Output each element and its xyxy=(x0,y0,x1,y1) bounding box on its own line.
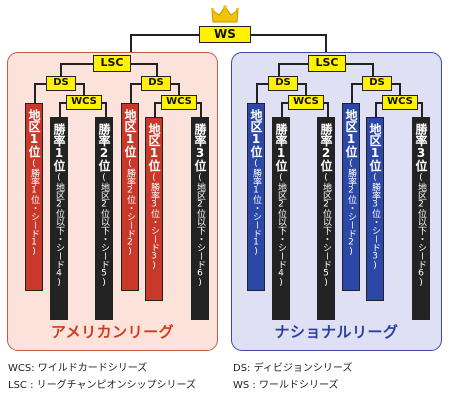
nl-ds-connector xyxy=(298,83,306,85)
al-wcs-connector xyxy=(105,102,107,117)
al-wcs-connector xyxy=(102,102,106,104)
al-lsc-tag: LSC xyxy=(93,55,131,72)
al-column-5-head: 地区1位 xyxy=(147,123,161,171)
al-ds-tag-right: DS xyxy=(141,76,171,91)
al-column-1-head: 地区1位 xyxy=(27,109,41,157)
al-wcs-connector xyxy=(59,102,61,117)
nl-column-2-head: 勝率1位 xyxy=(274,123,288,171)
al-ds-connector xyxy=(34,83,36,103)
nl-column-1: 地区1位 勝率1位・シード1 xyxy=(247,103,265,291)
al-ds-connector xyxy=(130,83,132,103)
nl-wcs-connector xyxy=(281,102,283,117)
nl-ds-connector xyxy=(392,83,400,85)
nl-ds-connector xyxy=(256,83,268,85)
nl-ds-connector xyxy=(305,83,307,95)
ws-tag: WS xyxy=(199,26,251,43)
nl-wcs-tag-left: WCS xyxy=(288,95,324,110)
nl-wcs-connector xyxy=(375,102,382,104)
al-ds-connector xyxy=(178,83,180,95)
ws-connector xyxy=(251,34,326,36)
american-league-title: アメリカンリーグ xyxy=(50,323,175,341)
al-wcs-connector xyxy=(59,102,66,104)
al-wcs-connector xyxy=(197,102,201,104)
nl-column-1-head: 地区1位 xyxy=(249,109,263,157)
nl-ds-tag-right: DS xyxy=(362,76,392,91)
ws-connector xyxy=(325,34,327,61)
nl-column-5-sub: 勝率3位・シード3 xyxy=(369,173,381,271)
al-ds-connector xyxy=(171,83,179,85)
nl-column-4-head: 地区1位 xyxy=(344,109,358,157)
al-column-2: 勝率1位 地区2位以下・シード4 xyxy=(50,117,68,320)
al-ds-connector xyxy=(34,83,46,85)
al-wcs-tag-left: WCS xyxy=(66,95,102,110)
al-wcs-connector xyxy=(154,102,161,104)
al-wcs-tag-right: WCS xyxy=(161,95,197,110)
al-column-3-sub: 地区2位以下・シード5 xyxy=(98,173,110,288)
nl-wcs-tag-right: WCS xyxy=(382,95,418,110)
national-league-title: ナショナルリーグ xyxy=(274,323,399,341)
legend-ds: DS: ディビジョンシリーズ xyxy=(233,363,353,374)
al-ds-connector xyxy=(76,83,84,85)
nl-column-4: 地区1位 勝率2位・シード2 xyxy=(342,103,360,291)
nl-wcs-connector xyxy=(421,102,423,117)
nl-wcs-connector xyxy=(281,102,288,104)
nl-column-5: 地区1位 勝率3位・シード3 xyxy=(366,117,384,301)
al-column-1-sub: 勝率1位・シード1 xyxy=(28,159,40,257)
legend-lsc: LSC : リーグチャンピオンシップシリーズ xyxy=(8,380,197,391)
ws-connector xyxy=(130,34,199,36)
nl-column-3-head: 勝率2位 xyxy=(319,123,333,171)
nl-lsc-connector xyxy=(278,63,308,65)
ws-connector xyxy=(130,34,132,61)
nl-ds-tag-left: DS xyxy=(268,76,298,91)
al-ds-tag-left: DS xyxy=(46,76,76,91)
al-column-6-head: 勝率3位 xyxy=(193,123,207,171)
legend-ws: WS : ワールドシリーズ xyxy=(233,380,339,391)
al-wcs-connector xyxy=(200,102,202,117)
al-column-4-sub: 勝率2位・シード2 xyxy=(124,159,136,257)
al-column-5: 地区1位 勝率3位・シード3 xyxy=(145,117,163,301)
nl-column-1-sub: 勝率1位・シード1 xyxy=(250,159,262,257)
al-column-3: 勝率2位 地区2位以下・シード5 xyxy=(95,117,113,320)
al-lsc-connector xyxy=(131,63,157,65)
crown-icon xyxy=(211,5,239,23)
al-column-1: 地区1位 勝率1位・シード1 xyxy=(25,103,43,291)
nl-lsc-connector xyxy=(278,63,280,76)
nl-column-2: 勝率1位 地区2位以下・シード4 xyxy=(272,117,290,320)
nl-lsc-connector xyxy=(346,63,373,65)
nl-ds-connector xyxy=(351,83,362,85)
nl-column-3: 勝率2位 地区2位以下・シード5 xyxy=(317,117,335,320)
nl-ds-connector xyxy=(399,83,401,95)
nl-wcs-connector xyxy=(418,102,422,104)
nl-lsc-tag: LSC xyxy=(308,55,346,72)
al-column-5-sub: 勝率3位・シード3 xyxy=(148,173,160,271)
nl-wcs-connector xyxy=(327,102,329,117)
nl-column-2-sub: 地区2位以下・シード4 xyxy=(275,173,287,288)
al-column-4-head: 地区1位 xyxy=(123,109,137,157)
legend-wcs: WCS: ワイルドカードシリーズ xyxy=(8,363,148,374)
nl-ds-connector xyxy=(351,83,353,103)
al-lsc-connector xyxy=(156,63,158,76)
nl-lsc-connector xyxy=(372,63,374,76)
nl-column-6: 勝率3位 地区2位以下・シード6 xyxy=(412,117,430,320)
nl-column-6-sub: 地区2位以下・シード6 xyxy=(415,173,427,288)
al-column-2-head: 勝率1位 xyxy=(52,123,66,171)
al-column-2-sub: 地区2位以下・シード4 xyxy=(53,173,65,288)
al-lsc-connector xyxy=(60,63,62,76)
nl-column-3-sub: 地区2位以下・シード5 xyxy=(320,173,332,288)
al-column-6-sub: 地区2位以下・シード6 xyxy=(194,173,206,288)
nl-column-5-head: 地区1位 xyxy=(368,123,382,171)
al-lsc-connector xyxy=(60,63,93,65)
al-wcs-connector xyxy=(154,102,156,117)
nl-column-6-head: 勝率3位 xyxy=(414,123,428,171)
al-column-3-head: 勝率2位 xyxy=(97,123,111,171)
nl-ds-connector xyxy=(256,83,258,103)
nl-column-4-sub: 勝率2位・シード2 xyxy=(345,159,357,257)
nl-wcs-connector xyxy=(324,102,328,104)
al-column-6: 勝率3位 地区2位以下・シード6 xyxy=(191,117,209,320)
al-column-4: 地区1位 勝率2位・シード2 xyxy=(121,103,139,291)
al-ds-connector xyxy=(130,83,141,85)
nl-wcs-connector xyxy=(375,102,377,117)
al-ds-connector xyxy=(83,83,85,95)
